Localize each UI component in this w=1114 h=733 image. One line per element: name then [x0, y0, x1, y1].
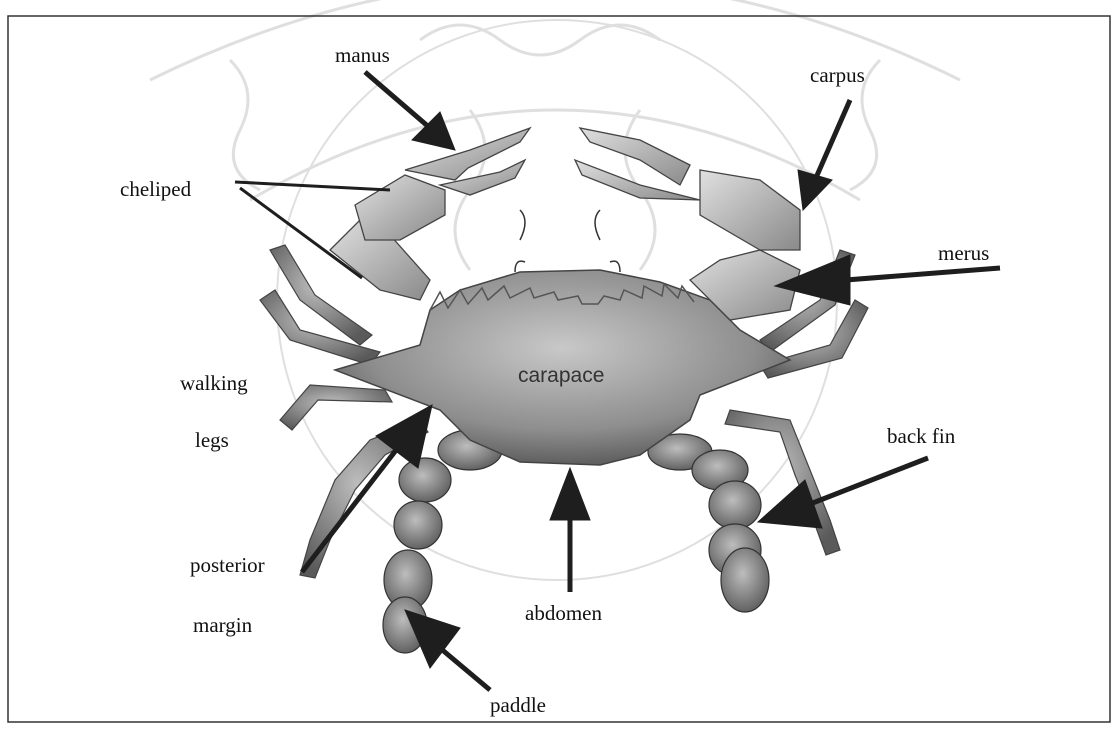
labels: manus carpus cheliped merus walking legs… — [120, 43, 989, 717]
label-abdomen: abdomen — [525, 601, 602, 625]
label-cheliped: cheliped — [120, 177, 192, 201]
left-paddle — [383, 430, 502, 653]
label-posterior: posterior — [190, 553, 265, 577]
label-walking: walking — [180, 371, 248, 395]
label-legs: legs — [195, 428, 229, 452]
label-back-fin: back fin — [887, 424, 956, 448]
right-paddle — [648, 434, 769, 612]
label-paddle: paddle — [490, 693, 546, 717]
arrow-abdomen — [550, 468, 590, 520]
line-cheliped-lower — [240, 188, 362, 278]
label-carapace: carapace — [518, 364, 604, 387]
crab-illustration — [260, 128, 868, 653]
label-manus: manus — [335, 43, 390, 67]
label-carpus: carpus — [810, 63, 865, 87]
label-merus: merus — [938, 241, 989, 265]
label-margin: margin — [193, 613, 253, 637]
crab-eyes — [515, 210, 620, 272]
arrow-carpus — [798, 170, 832, 210]
left-cheliped — [330, 128, 530, 300]
